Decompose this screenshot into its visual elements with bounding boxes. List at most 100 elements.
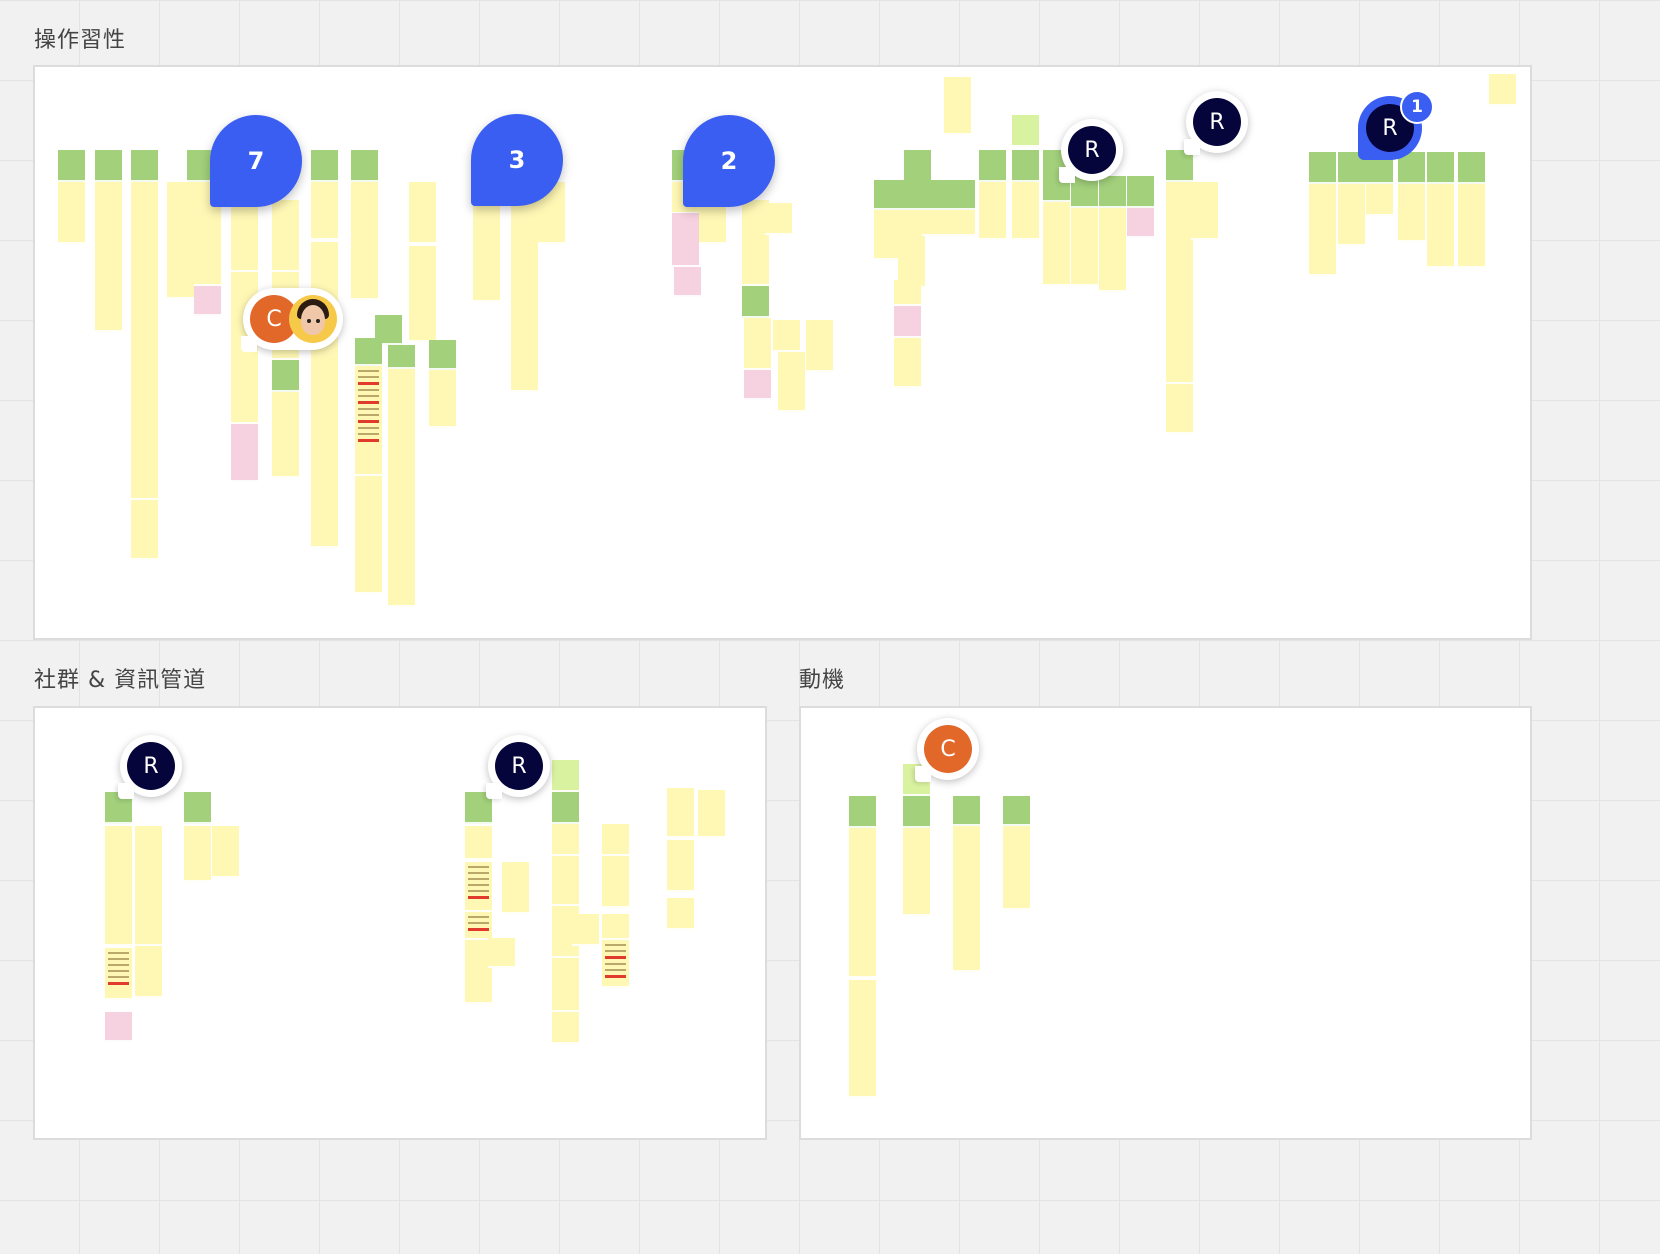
sticky-note[interactable] — [922, 210, 949, 236]
sticky-note[interactable] — [1166, 150, 1193, 182]
sticky-note[interactable] — [552, 760, 579, 792]
sticky-note[interactable] — [1166, 384, 1193, 434]
sticky-note[interactable] — [131, 500, 158, 560]
sticky-note[interactable] — [674, 267, 701, 297]
sticky-note[interactable] — [1191, 182, 1218, 240]
sticky-note[interactable] — [874, 210, 901, 260]
sticky-note[interactable] — [231, 200, 258, 272]
sticky-note[interactable] — [135, 946, 162, 998]
sticky-note[interactable] — [131, 150, 158, 182]
sticky-note[interactable] — [1458, 152, 1485, 184]
sticky-note[interactable] — [1458, 184, 1485, 268]
sticky-note[interactable] — [1099, 208, 1126, 292]
sticky-note[interactable] — [744, 318, 771, 370]
sticky-note[interactable] — [572, 914, 599, 946]
sticky-note[interactable] — [355, 476, 382, 594]
sticky-note[interactable] — [502, 862, 529, 914]
sticky-note[interactable] — [429, 370, 456, 428]
sticky-note[interactable] — [765, 203, 792, 235]
comment-thread-2[interactable]: 2 — [683, 115, 775, 207]
sticky-note[interactable] — [1309, 152, 1336, 184]
sticky-note[interactable] — [667, 840, 694, 892]
sticky-note[interactable] — [429, 340, 456, 370]
sticky-note[interactable] — [355, 338, 382, 366]
sticky-note[interactable] — [135, 826, 162, 946]
sticky-note[interactable] — [903, 828, 930, 916]
document-card[interactable] — [105, 948, 132, 1000]
sticky-note[interactable] — [849, 980, 876, 1098]
sticky-note[interactable] — [409, 182, 436, 244]
sticky-note[interactable] — [672, 213, 699, 267]
sticky-note[interactable] — [742, 286, 769, 318]
sticky-note[interactable] — [272, 200, 299, 272]
sticky-note[interactable] — [602, 856, 629, 908]
sticky-note[interactable] — [667, 898, 694, 930]
sticky-note[interactable] — [894, 306, 921, 338]
sticky-note[interactable] — [552, 824, 579, 856]
sticky-note[interactable] — [1427, 152, 1454, 184]
sticky-note[interactable] — [131, 182, 158, 500]
sticky-note[interactable] — [953, 826, 980, 972]
sticky-note[interactable] — [409, 246, 436, 342]
sticky-note[interactable] — [552, 1012, 579, 1044]
sticky-note[interactable] — [778, 352, 805, 412]
sticky-note[interactable] — [602, 914, 629, 940]
sticky-note[interactable] — [667, 788, 694, 838]
sticky-note[interactable] — [1003, 796, 1030, 826]
comment-pin-r[interactable]: R — [1059, 119, 1123, 183]
sticky-note[interactable] — [511, 182, 538, 392]
sticky-note[interactable] — [874, 180, 975, 210]
sticky-note[interactable] — [351, 182, 378, 300]
sticky-note[interactable] — [1127, 176, 1154, 208]
sticky-note[interactable] — [1127, 208, 1154, 238]
sticky-note[interactable] — [184, 792, 211, 824]
comment-pin-c[interactable]: C — [915, 718, 979, 782]
comment-pin-r[interactable]: R — [118, 735, 182, 799]
sticky-note[interactable] — [1099, 176, 1126, 208]
sticky-note[interactable] — [194, 286, 221, 316]
sticky-note[interactable] — [904, 150, 931, 182]
sticky-note[interactable] — [1012, 115, 1039, 147]
sticky-note[interactable] — [465, 940, 492, 1004]
comment-pin-r[interactable]: R — [486, 735, 550, 799]
sticky-note[interactable] — [184, 826, 211, 882]
sticky-note[interactable] — [742, 200, 769, 286]
sticky-note[interactable] — [311, 182, 338, 240]
document-card[interactable] — [465, 862, 492, 912]
sticky-note[interactable] — [465, 826, 492, 860]
sticky-note[interactable] — [744, 370, 771, 400]
sticky-note[interactable] — [849, 796, 876, 828]
sticky-note[interactable] — [953, 796, 980, 826]
sticky-note[interactable] — [105, 1012, 132, 1042]
sticky-note[interactable] — [311, 150, 338, 182]
sticky-note[interactable] — [351, 150, 378, 182]
sticky-note[interactable] — [948, 210, 975, 236]
sticky-note[interactable] — [212, 826, 239, 878]
comment-pin-r[interactable]: R — [1184, 91, 1248, 155]
sticky-note[interactable] — [698, 790, 725, 838]
sticky-note[interactable] — [388, 369, 415, 607]
sticky-note[interactable] — [1309, 184, 1336, 276]
sticky-note[interactable] — [388, 345, 415, 369]
sticky-note[interactable] — [105, 826, 132, 946]
sticky-note[interactable] — [979, 182, 1006, 240]
sticky-note[interactable] — [1012, 150, 1039, 182]
sticky-note[interactable] — [58, 150, 85, 182]
sticky-note[interactable] — [894, 338, 921, 388]
comment-thread-3[interactable]: 3 — [471, 114, 563, 206]
document-card[interactable] — [602, 940, 629, 988]
sticky-note[interactable] — [979, 150, 1006, 182]
sticky-note[interactable] — [1043, 202, 1070, 286]
sticky-note[interactable] — [167, 182, 194, 299]
comment-pin-multi[interactable]: C — [241, 288, 343, 352]
sticky-note[interactable] — [849, 828, 876, 978]
sticky-note[interactable] — [95, 182, 122, 332]
frame-title-social[interactable]: 社群 & 資訊管道 — [34, 668, 207, 693]
sticky-note[interactable] — [602, 824, 629, 856]
sticky-note[interactable] — [898, 210, 925, 288]
sticky-note[interactable] — [187, 150, 214, 182]
sticky-note[interactable] — [1427, 184, 1454, 268]
sticky-note[interactable] — [272, 360, 299, 392]
sticky-note[interactable] — [1366, 184, 1393, 216]
sticky-note[interactable] — [552, 958, 579, 1012]
